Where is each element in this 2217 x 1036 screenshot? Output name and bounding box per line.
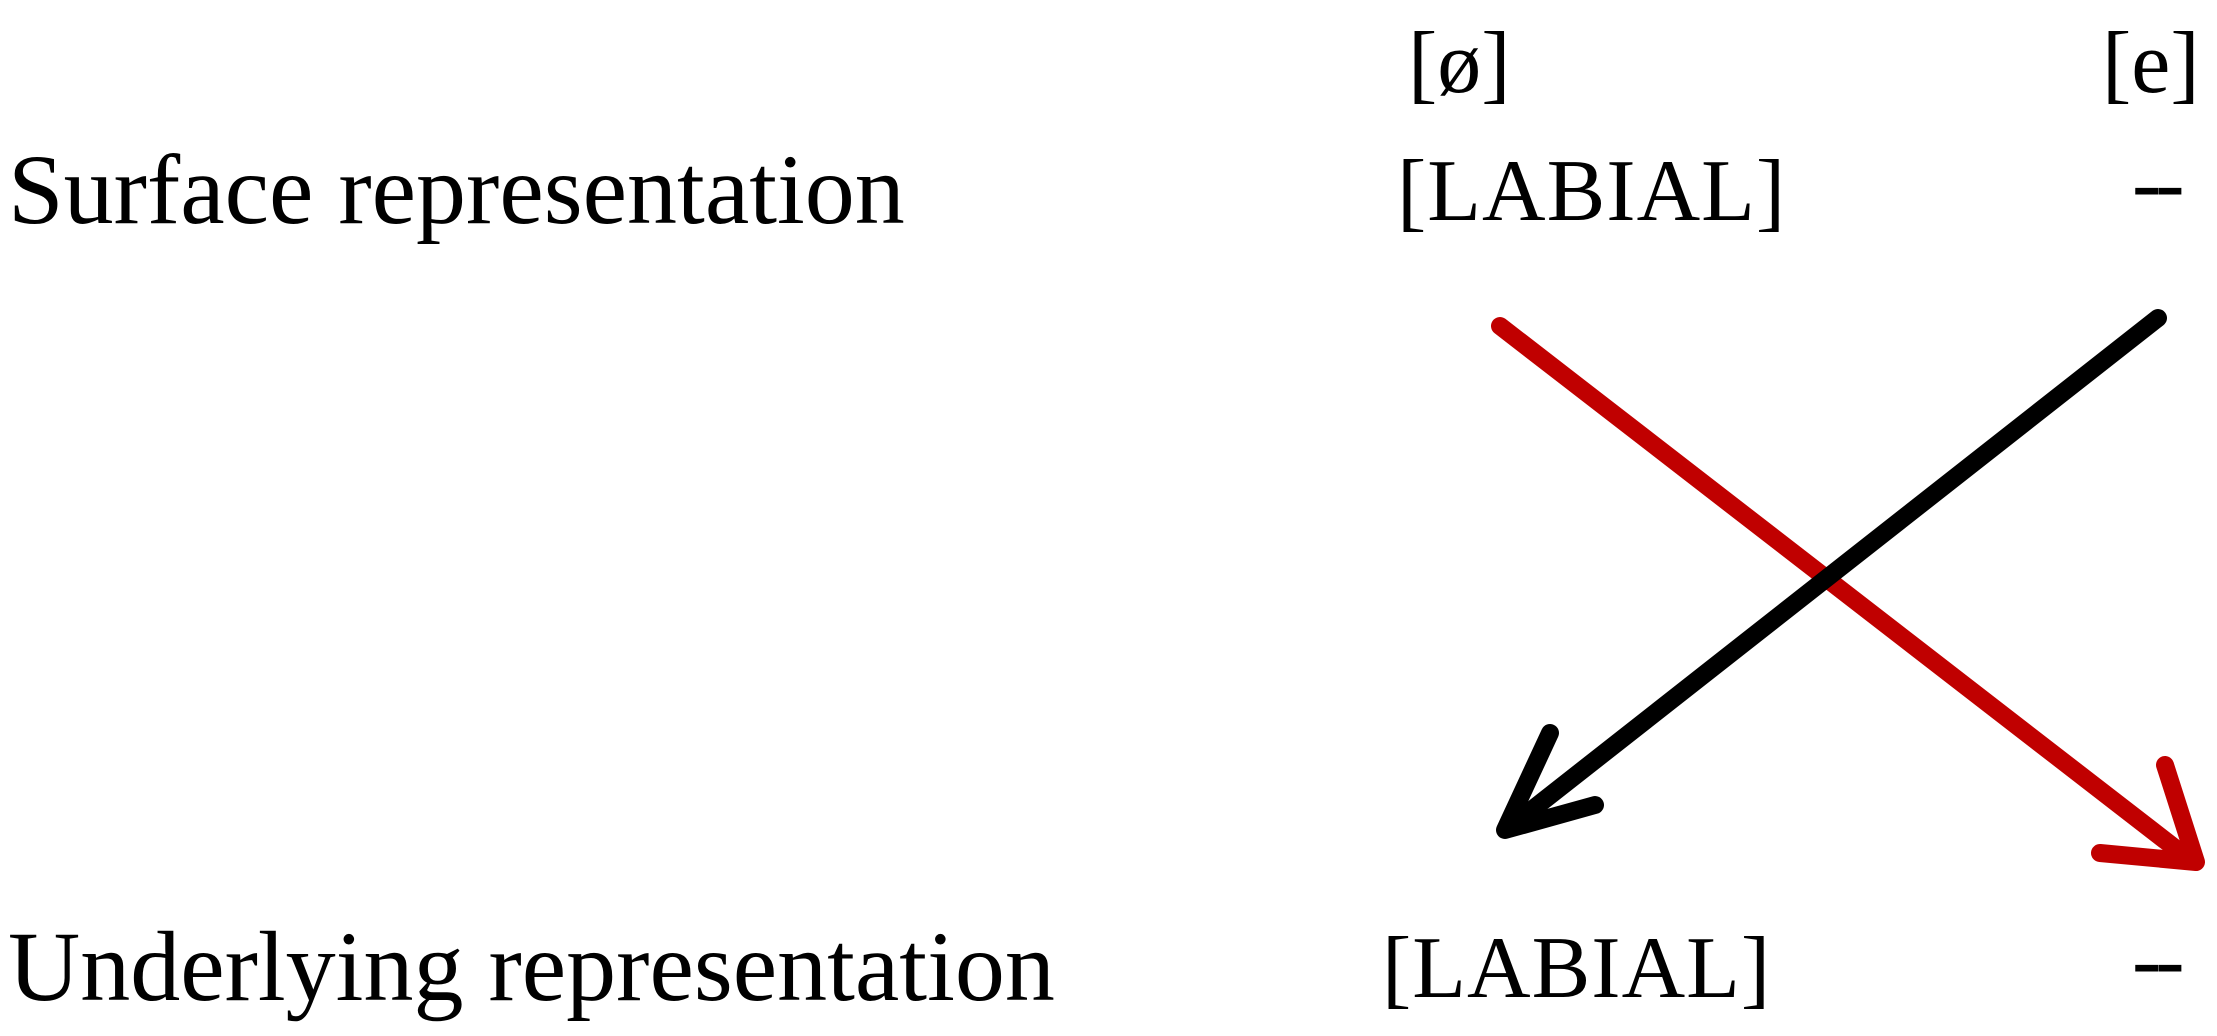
red-arrowhead	[2091, 756, 2205, 871]
black-arrow	[1496, 309, 2167, 839]
red-arrow-shaft	[1491, 317, 2193, 864]
underlying-empty-feature: --	[2132, 912, 2185, 1009]
vowel-e: [e]	[2102, 15, 2200, 112]
surface-labial-feature: [LABIAL]	[1397, 143, 1787, 240]
vowel-o-slash: [ø]	[1408, 15, 1511, 112]
surface-empty-feature: --	[2132, 135, 2185, 232]
underlying-representation-label: Underlying representation	[8, 911, 1055, 1022]
underlying-labial-feature: [LABIAL]	[1382, 920, 1772, 1017]
surface-representation-label: Surface representation	[8, 134, 905, 245]
black-arrow-shaft	[1506, 309, 2167, 832]
black-arrowhead	[1496, 724, 1604, 839]
red-arrow	[1491, 317, 2205, 871]
